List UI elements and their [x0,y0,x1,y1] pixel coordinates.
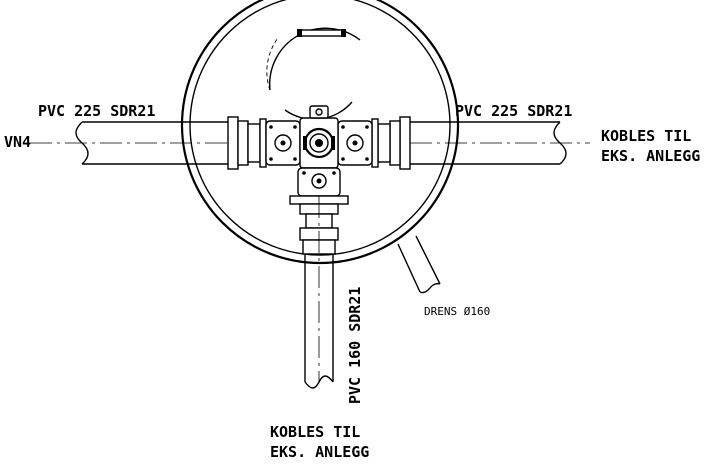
manhole-cover [266,27,361,120]
left-pipe [30,121,228,165]
label-connect-right-1: KOBLES TIL [601,127,691,145]
label-pipe-down: PVC 160 SDR21 [346,287,364,404]
label-connect-bottom-2: EKS. ANLEGG [270,443,369,461]
label-drain: DRENS Ø160 [424,305,490,318]
label-inlet: VN4 [4,133,31,151]
label-pipe-left: PVC 225 SDR21 [38,102,155,120]
right-coupling [371,116,411,170]
drain-pipe [397,235,441,294]
label-connect-right-2: EKS. ANLEGG [601,147,700,165]
annotations: PVC 225 SDR21 VN4 PVC 225 SDR21 KOBLES T… [4,102,700,461]
right-pipe [410,121,590,165]
label-connect-bottom-1: KOBLES TIL [270,423,360,441]
left-coupling [227,116,267,170]
valve-cross [265,105,373,197]
manhole-chamber [180,0,460,265]
label-pipe-right: PVC 225 SDR21 [455,102,572,120]
down-pipe [289,195,349,389]
